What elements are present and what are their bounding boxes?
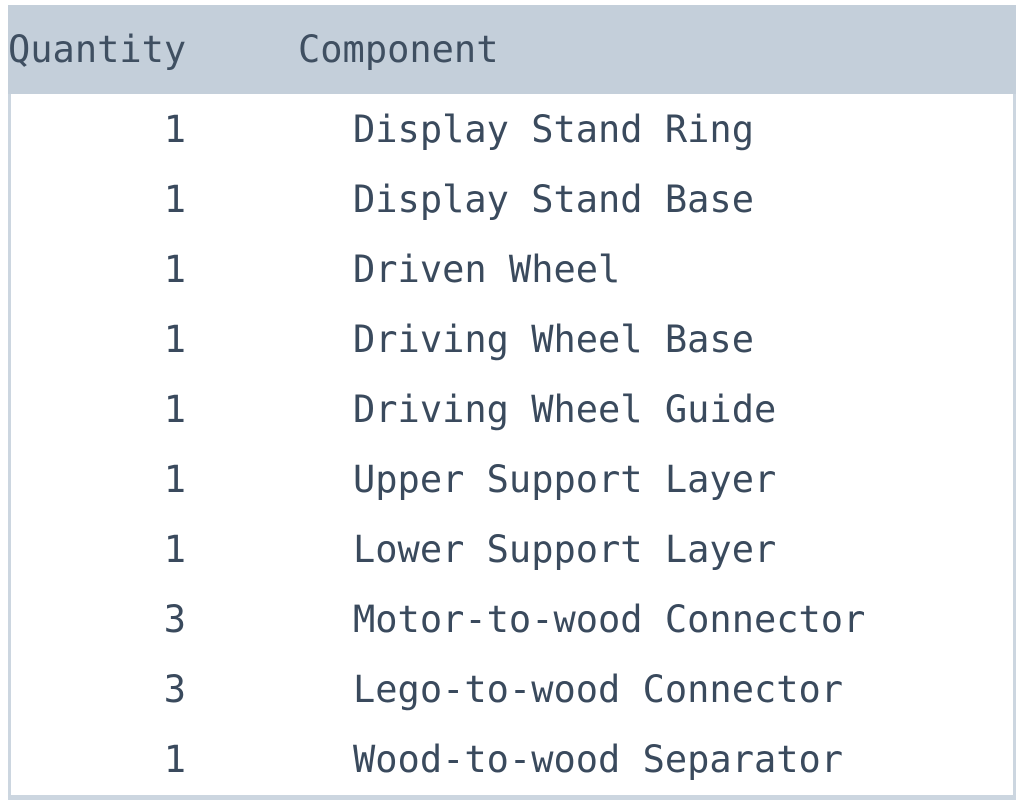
table-row[interactable]: 1 Lower Support Layer [8, 514, 1016, 584]
cell-quantity: 1 [163, 457, 186, 501]
cell-component: Driving Wheel Guide [353, 387, 777, 431]
table-row[interactable]: 1 Driving Wheel Base [8, 304, 1016, 374]
table-row[interactable]: 3 Motor-to-wood Connector [8, 584, 1016, 654]
table-row[interactable]: 1 Upper Support Layer [8, 444, 1016, 514]
cell-component: Display Stand Ring [353, 107, 754, 151]
cell-quantity: 3 [163, 667, 186, 711]
table-row[interactable]: 1 Wood-to-wood Separator [8, 724, 1016, 794]
table-row[interactable]: 3 Lego-to-wood Connector [8, 654, 1016, 724]
column-header-component[interactable]: Component [298, 28, 499, 71]
cell-component: Driven Wheel [353, 247, 621, 291]
table-row[interactable]: 1 Display Stand Ring [8, 94, 1016, 164]
cell-component: Wood-to-wood Separator [353, 737, 844, 781]
cell-component: Motor-to-wood Connector [353, 597, 866, 641]
cell-component: Lower Support Layer [353, 527, 777, 571]
cell-quantity: 1 [163, 737, 186, 781]
table-row[interactable]: 1 Driving Wheel Guide [8, 374, 1016, 444]
cell-quantity: 1 [163, 527, 186, 571]
cell-quantity: 1 [163, 387, 186, 431]
cell-quantity: 3 [163, 597, 186, 641]
table-row[interactable]: 1 Driven Wheel [8, 234, 1016, 304]
cell-quantity: 1 [163, 247, 186, 291]
cell-component: Lego-to-wood Connector [353, 667, 844, 711]
table-header-row: Quantity Component [8, 5, 1016, 94]
table-header: Quantity Component [8, 5, 1016, 94]
cell-quantity: 1 [163, 317, 186, 361]
cell-component: Driving Wheel Base [353, 317, 754, 361]
column-header-quantity[interactable]: Quantity [8, 28, 187, 71]
cell-quantity: 1 [163, 107, 186, 151]
table-row[interactable]: 1 Display Stand Base [8, 164, 1016, 234]
cell-component: Upper Support Layer [353, 457, 777, 501]
cell-quantity: 1 [163, 177, 186, 221]
cell-component: Display Stand Base [353, 177, 754, 221]
